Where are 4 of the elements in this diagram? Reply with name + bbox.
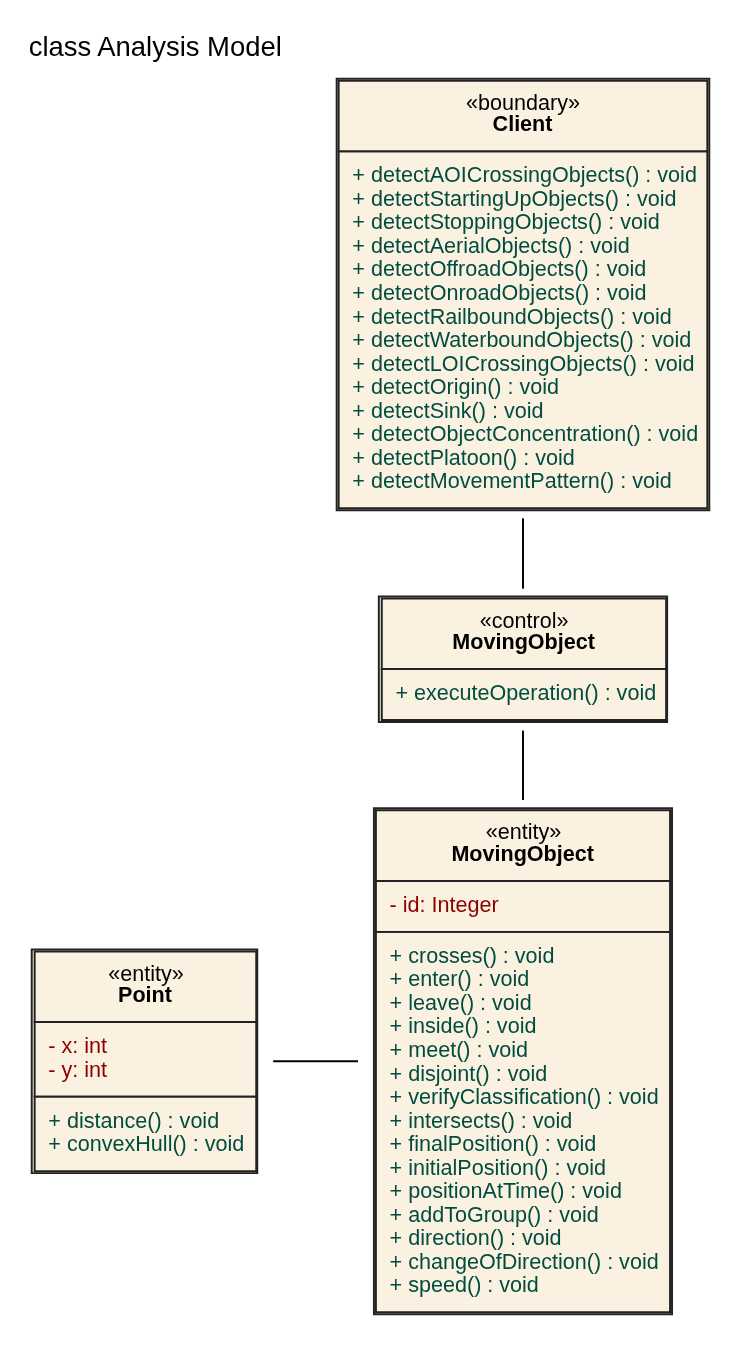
connector (522, 516, 524, 590)
connector (272, 1059, 359, 1062)
diagram-title: class Analysis Model (28, 30, 282, 62)
connector (522, 729, 524, 801)
